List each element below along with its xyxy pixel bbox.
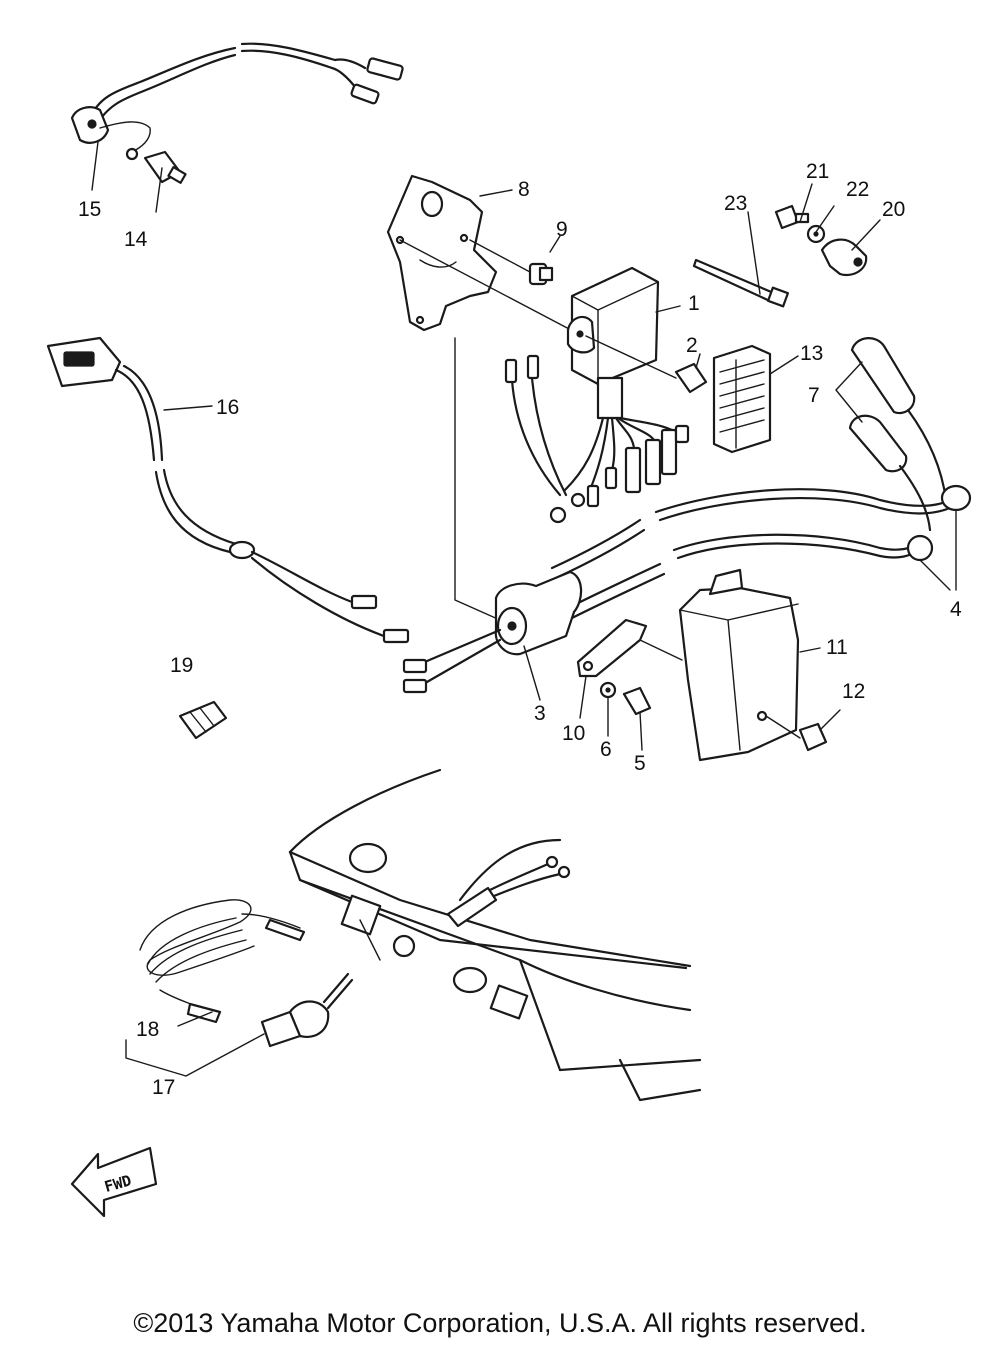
- part-10-bracket: [576, 618, 648, 678]
- part-8-bracket: [386, 174, 498, 332]
- callout-20: 20: [882, 198, 905, 221]
- parts-diagram: FWD 8 9 1 2 13 7 4 21 22 20: [46, 42, 972, 1218]
- callout-17: 17: [152, 1076, 175, 1099]
- part-1-cdi-unit: [566, 266, 660, 420]
- copyright-notice: ©2013 Yamaha Motor Corporation, U.S.A. A…: [133, 1308, 867, 1338]
- part-12-bolt: [765, 715, 828, 752]
- part-5-screw: [622, 686, 652, 716]
- assembly-line-11: [639, 639, 683, 661]
- part-14-sensor: [125, 147, 187, 184]
- part-17-stop-switch: [260, 972, 354, 1048]
- callout-16: 16: [216, 396, 239, 419]
- assembly-line-8: [399, 239, 591, 341]
- part-15-wire-lead: [70, 42, 404, 153]
- part-18-lanyard: [139, 899, 306, 1024]
- callout-19: 19: [170, 654, 193, 677]
- callout-21: 21: [806, 160, 829, 183]
- assembly-line-main: [454, 337, 501, 621]
- callouts: 8 9 1 2 13 7 4 21 22 20 23 11 12 3 10 6 …: [78, 160, 962, 1099]
- callout-3: 3: [534, 702, 546, 725]
- cdi-wire-harness: [504, 354, 690, 524]
- callout-8: 8: [518, 178, 530, 201]
- callout-14: 14: [124, 228, 148, 251]
- fwd-arrow-icon: FWD: [70, 1146, 158, 1218]
- callout-18: 18: [136, 1018, 159, 1041]
- callout-12: 12: [842, 680, 865, 703]
- callout-11: 11: [826, 636, 848, 659]
- part-13-terminal-block: [712, 344, 772, 454]
- callout-4: 4: [950, 598, 962, 621]
- part-22-washer: [806, 224, 826, 244]
- callout-23: 23: [724, 192, 747, 215]
- callout-2: 2: [686, 334, 698, 357]
- part-21-bolt: [774, 204, 810, 230]
- cowling-wire: [446, 855, 571, 928]
- part-6-washer: [599, 681, 617, 699]
- callout-5: 5: [634, 752, 646, 775]
- part-16-stop-switch-lead: [46, 336, 410, 644]
- callout-7: 7: [808, 384, 820, 407]
- part-3-ignition-coil: [402, 518, 666, 694]
- callout-9: 9: [556, 218, 568, 241]
- part-11-cover: [678, 568, 800, 762]
- part-2-screw: [585, 335, 708, 394]
- part-7-plug-caps: [848, 337, 948, 532]
- part-4-ht-leads: [654, 484, 972, 562]
- part-23-cable-tie: [692, 258, 790, 308]
- callout-6: 6: [600, 738, 612, 761]
- callout-1: 1: [688, 292, 700, 315]
- callout-10: 10: [562, 722, 585, 745]
- part-9-bolt: [469, 239, 554, 286]
- leader-lines: [91, 141, 957, 1077]
- callout-15: 15: [78, 198, 101, 221]
- part-20-clamp: [820, 238, 868, 277]
- cowling: [288, 768, 702, 1102]
- part-19-boot: [178, 700, 228, 740]
- callout-22: 22: [846, 178, 869, 201]
- callout-13: 13: [800, 342, 823, 365]
